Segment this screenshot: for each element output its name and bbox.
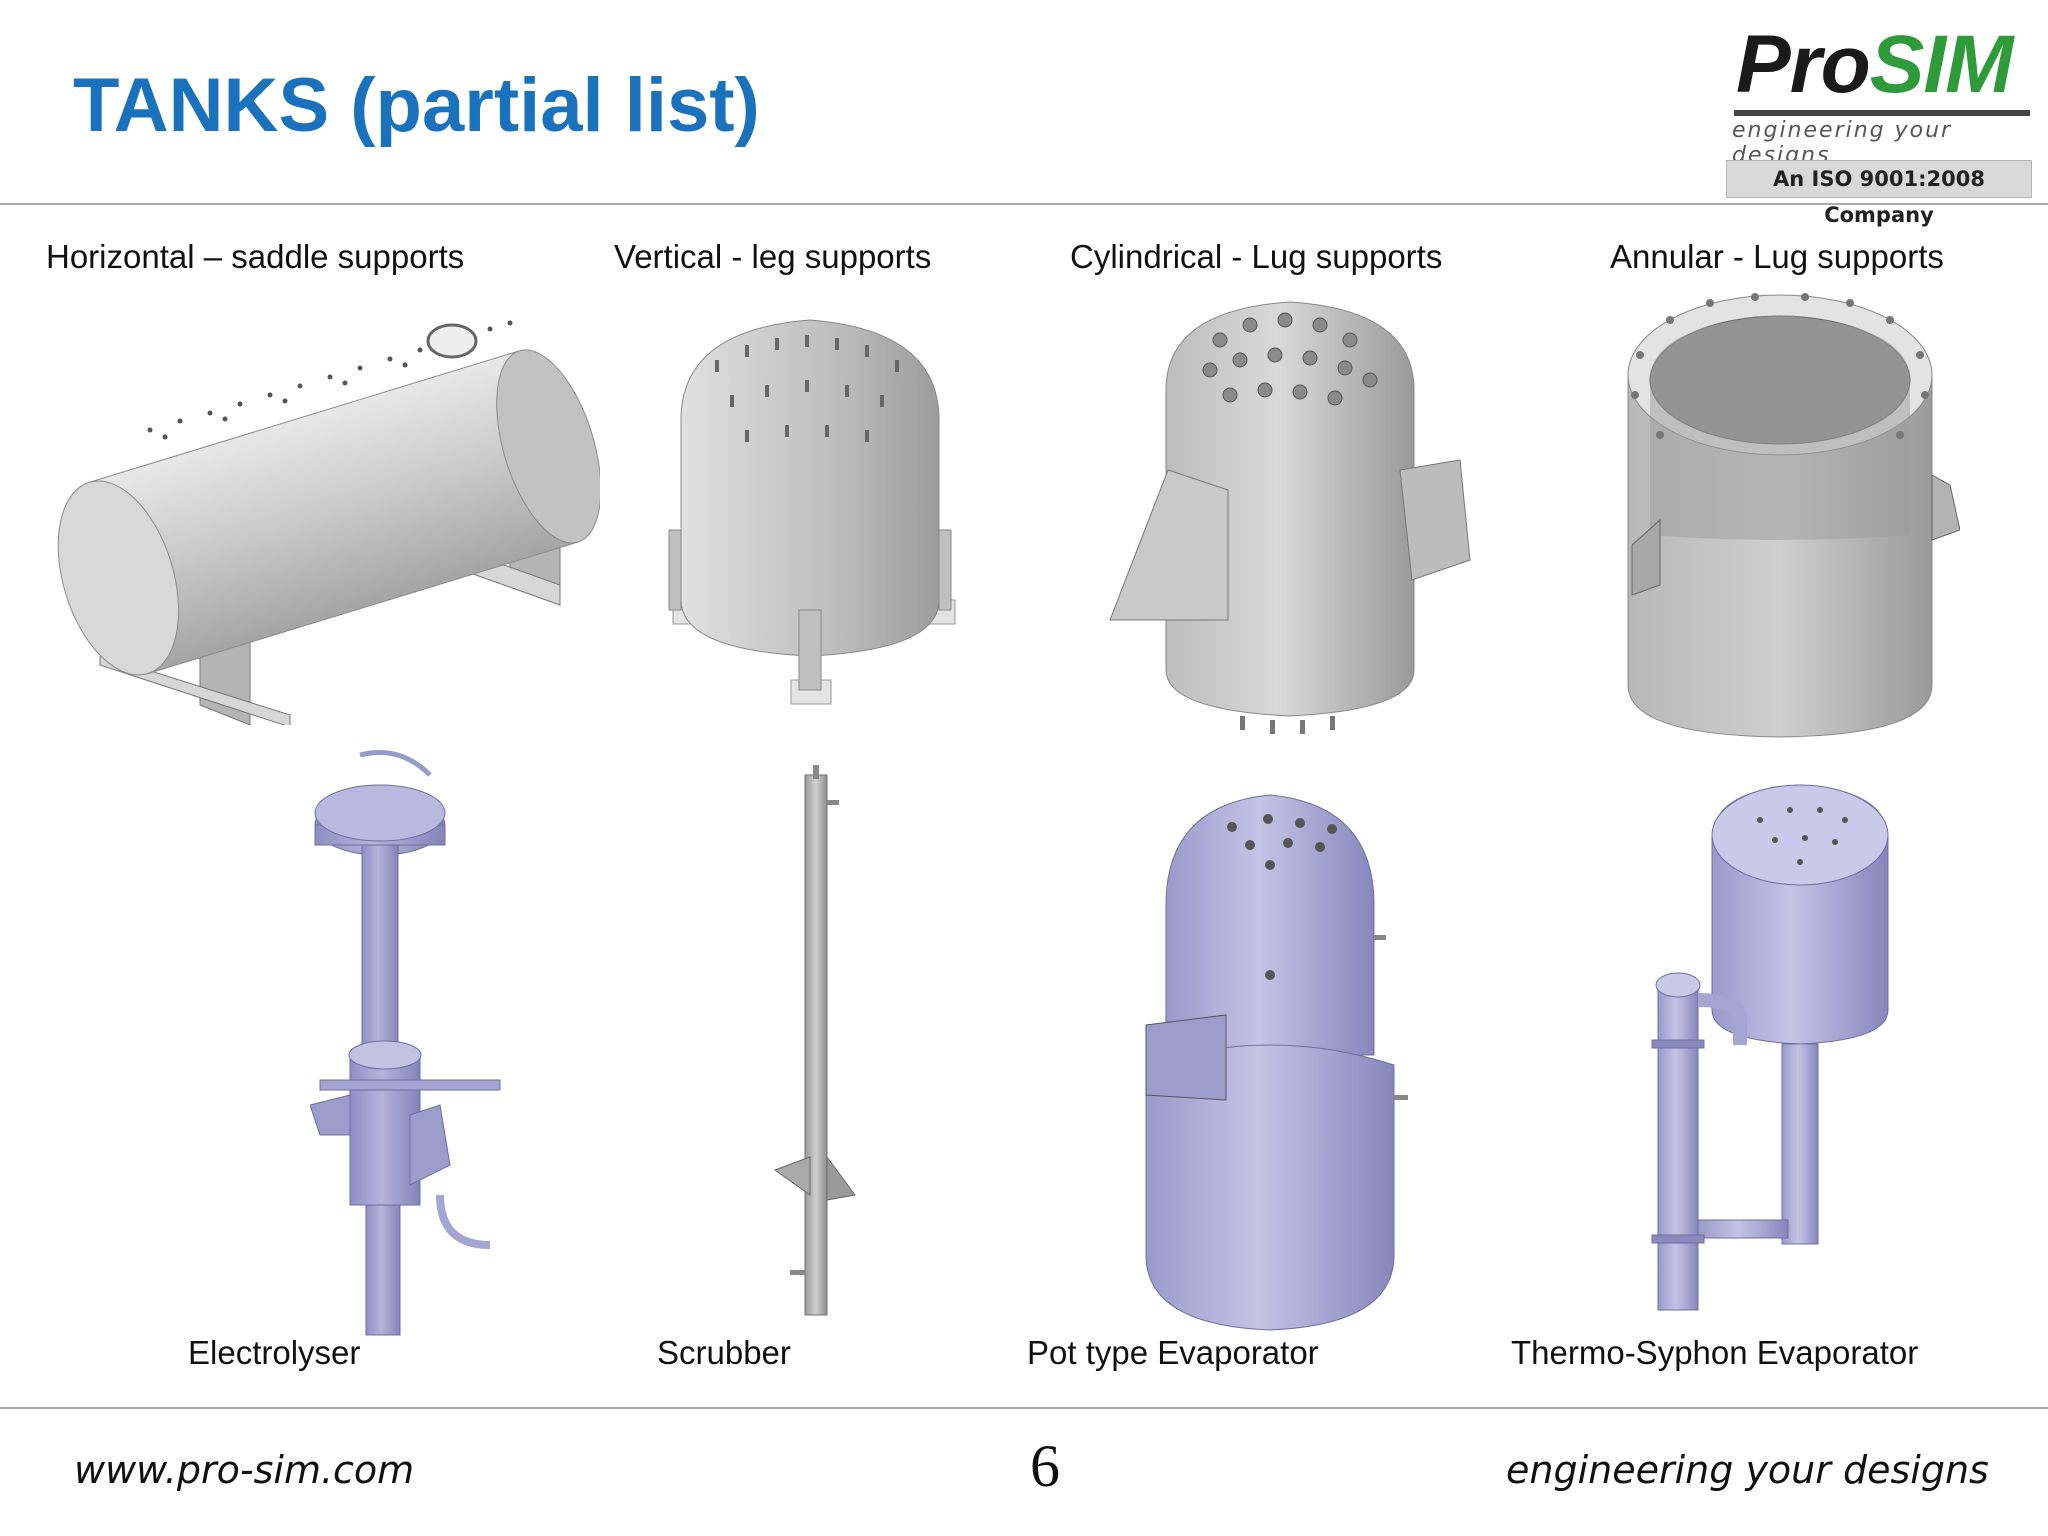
footer-divider (0, 1407, 2048, 1409)
iso-badge: An ISO 9001:2008 Company (1726, 160, 2032, 227)
electrolyser-icon (310, 750, 501, 1336)
caption-thermosyphon-evaporator: Thermo-Syphon Evaporator (1511, 1334, 1919, 1371)
caption-electrolyser: Electrolyser (188, 1334, 361, 1371)
caption-cylindrical: Cylindrical - Lug supports (1070, 238, 1443, 275)
logo-pro: Pro (1736, 19, 1871, 110)
caption-scrubber: Scrubber (657, 1334, 791, 1371)
logo-sim: SIM (1869, 19, 2014, 110)
logo-tagline: engineering your designs (1732, 118, 1953, 168)
scrubber-icon (773, 765, 856, 1316)
page-number: 6 (1030, 1433, 1060, 1499)
cylindrical-tank-icon (1109, 301, 1471, 734)
footer-tagline: engineering your designs (1506, 1448, 1989, 1492)
caption-pot-evaporator: Pot type Evaporator (1027, 1334, 1319, 1371)
header-divider (0, 203, 2048, 205)
logo-wordmark: ProSIM (1736, 18, 2013, 112)
annular-tank-icon (1627, 293, 1960, 738)
caption-annular: Annular - Lug supports (1610, 238, 1944, 275)
page-title: TANKS (partial list) (73, 63, 760, 148)
logo-underline (1734, 110, 2030, 116)
vertical-tank-icon (668, 319, 956, 705)
caption-vertical: Vertical - leg supports (614, 238, 932, 275)
horizontal-tank-icon (57, 320, 600, 725)
caption-horizontal: Horizontal – saddle supports (46, 238, 465, 275)
thermosyphon-evaporator-icon (1651, 784, 1889, 1311)
company-logo: ProSIM engineering your designs An ISO 9… (1720, 18, 2040, 227)
pot-evaporator-icon (1145, 794, 1408, 1331)
footer-website: www.pro-sim.com (74, 1448, 415, 1492)
